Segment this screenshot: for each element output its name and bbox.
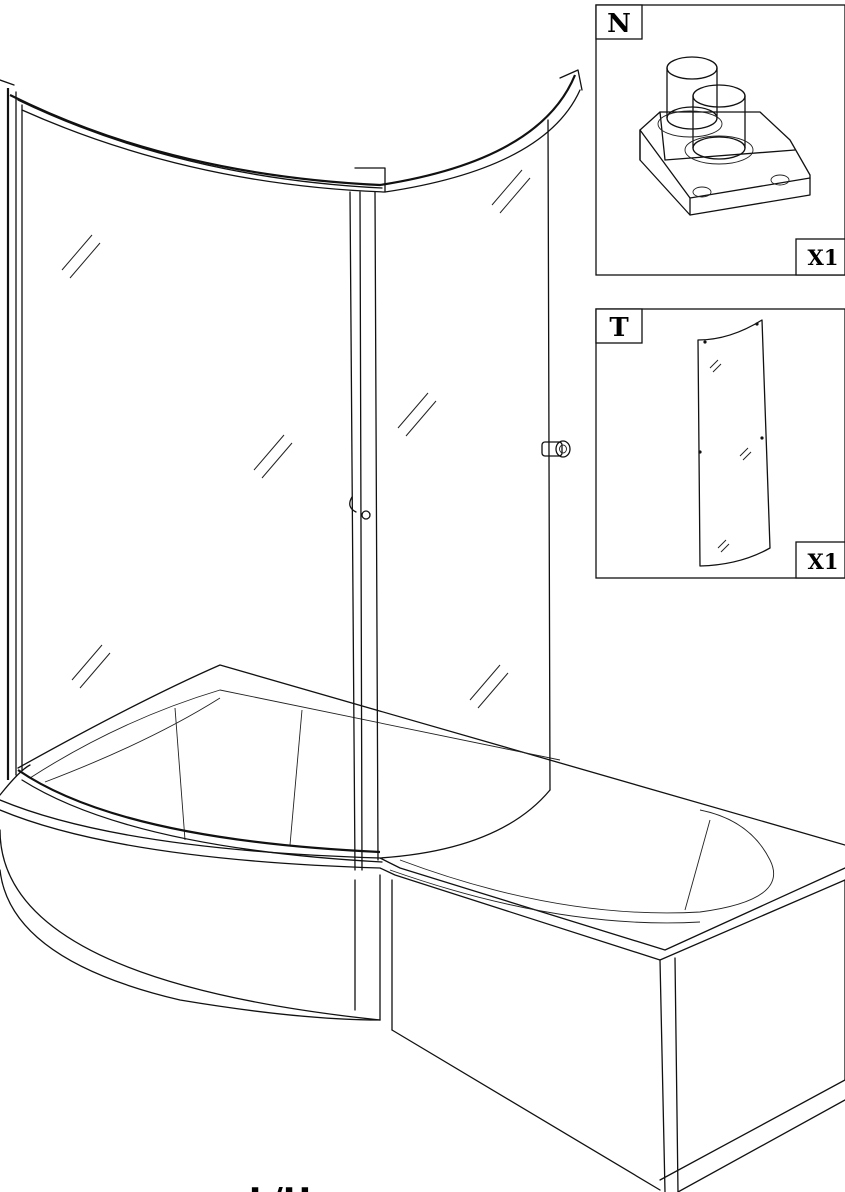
bracket-icon <box>639 56 811 216</box>
handedness-label: L/H <box>249 1181 312 1192</box>
part-letter-n: N <box>607 9 631 39</box>
part-letter-t: T <box>609 313 629 343</box>
part-box-t: T X1 <box>595 308 845 579</box>
bath-tub <box>0 664 845 1192</box>
glass-panel-icon <box>697 319 771 567</box>
quantity-label-t: X1 <box>808 549 839 574</box>
quantity-label-n: X1 <box>808 245 839 270</box>
glass-reflection-marks <box>61 169 531 709</box>
part-box-n: N X1 <box>595 4 845 276</box>
door-knob <box>541 440 571 458</box>
shower-screen <box>0 69 583 871</box>
